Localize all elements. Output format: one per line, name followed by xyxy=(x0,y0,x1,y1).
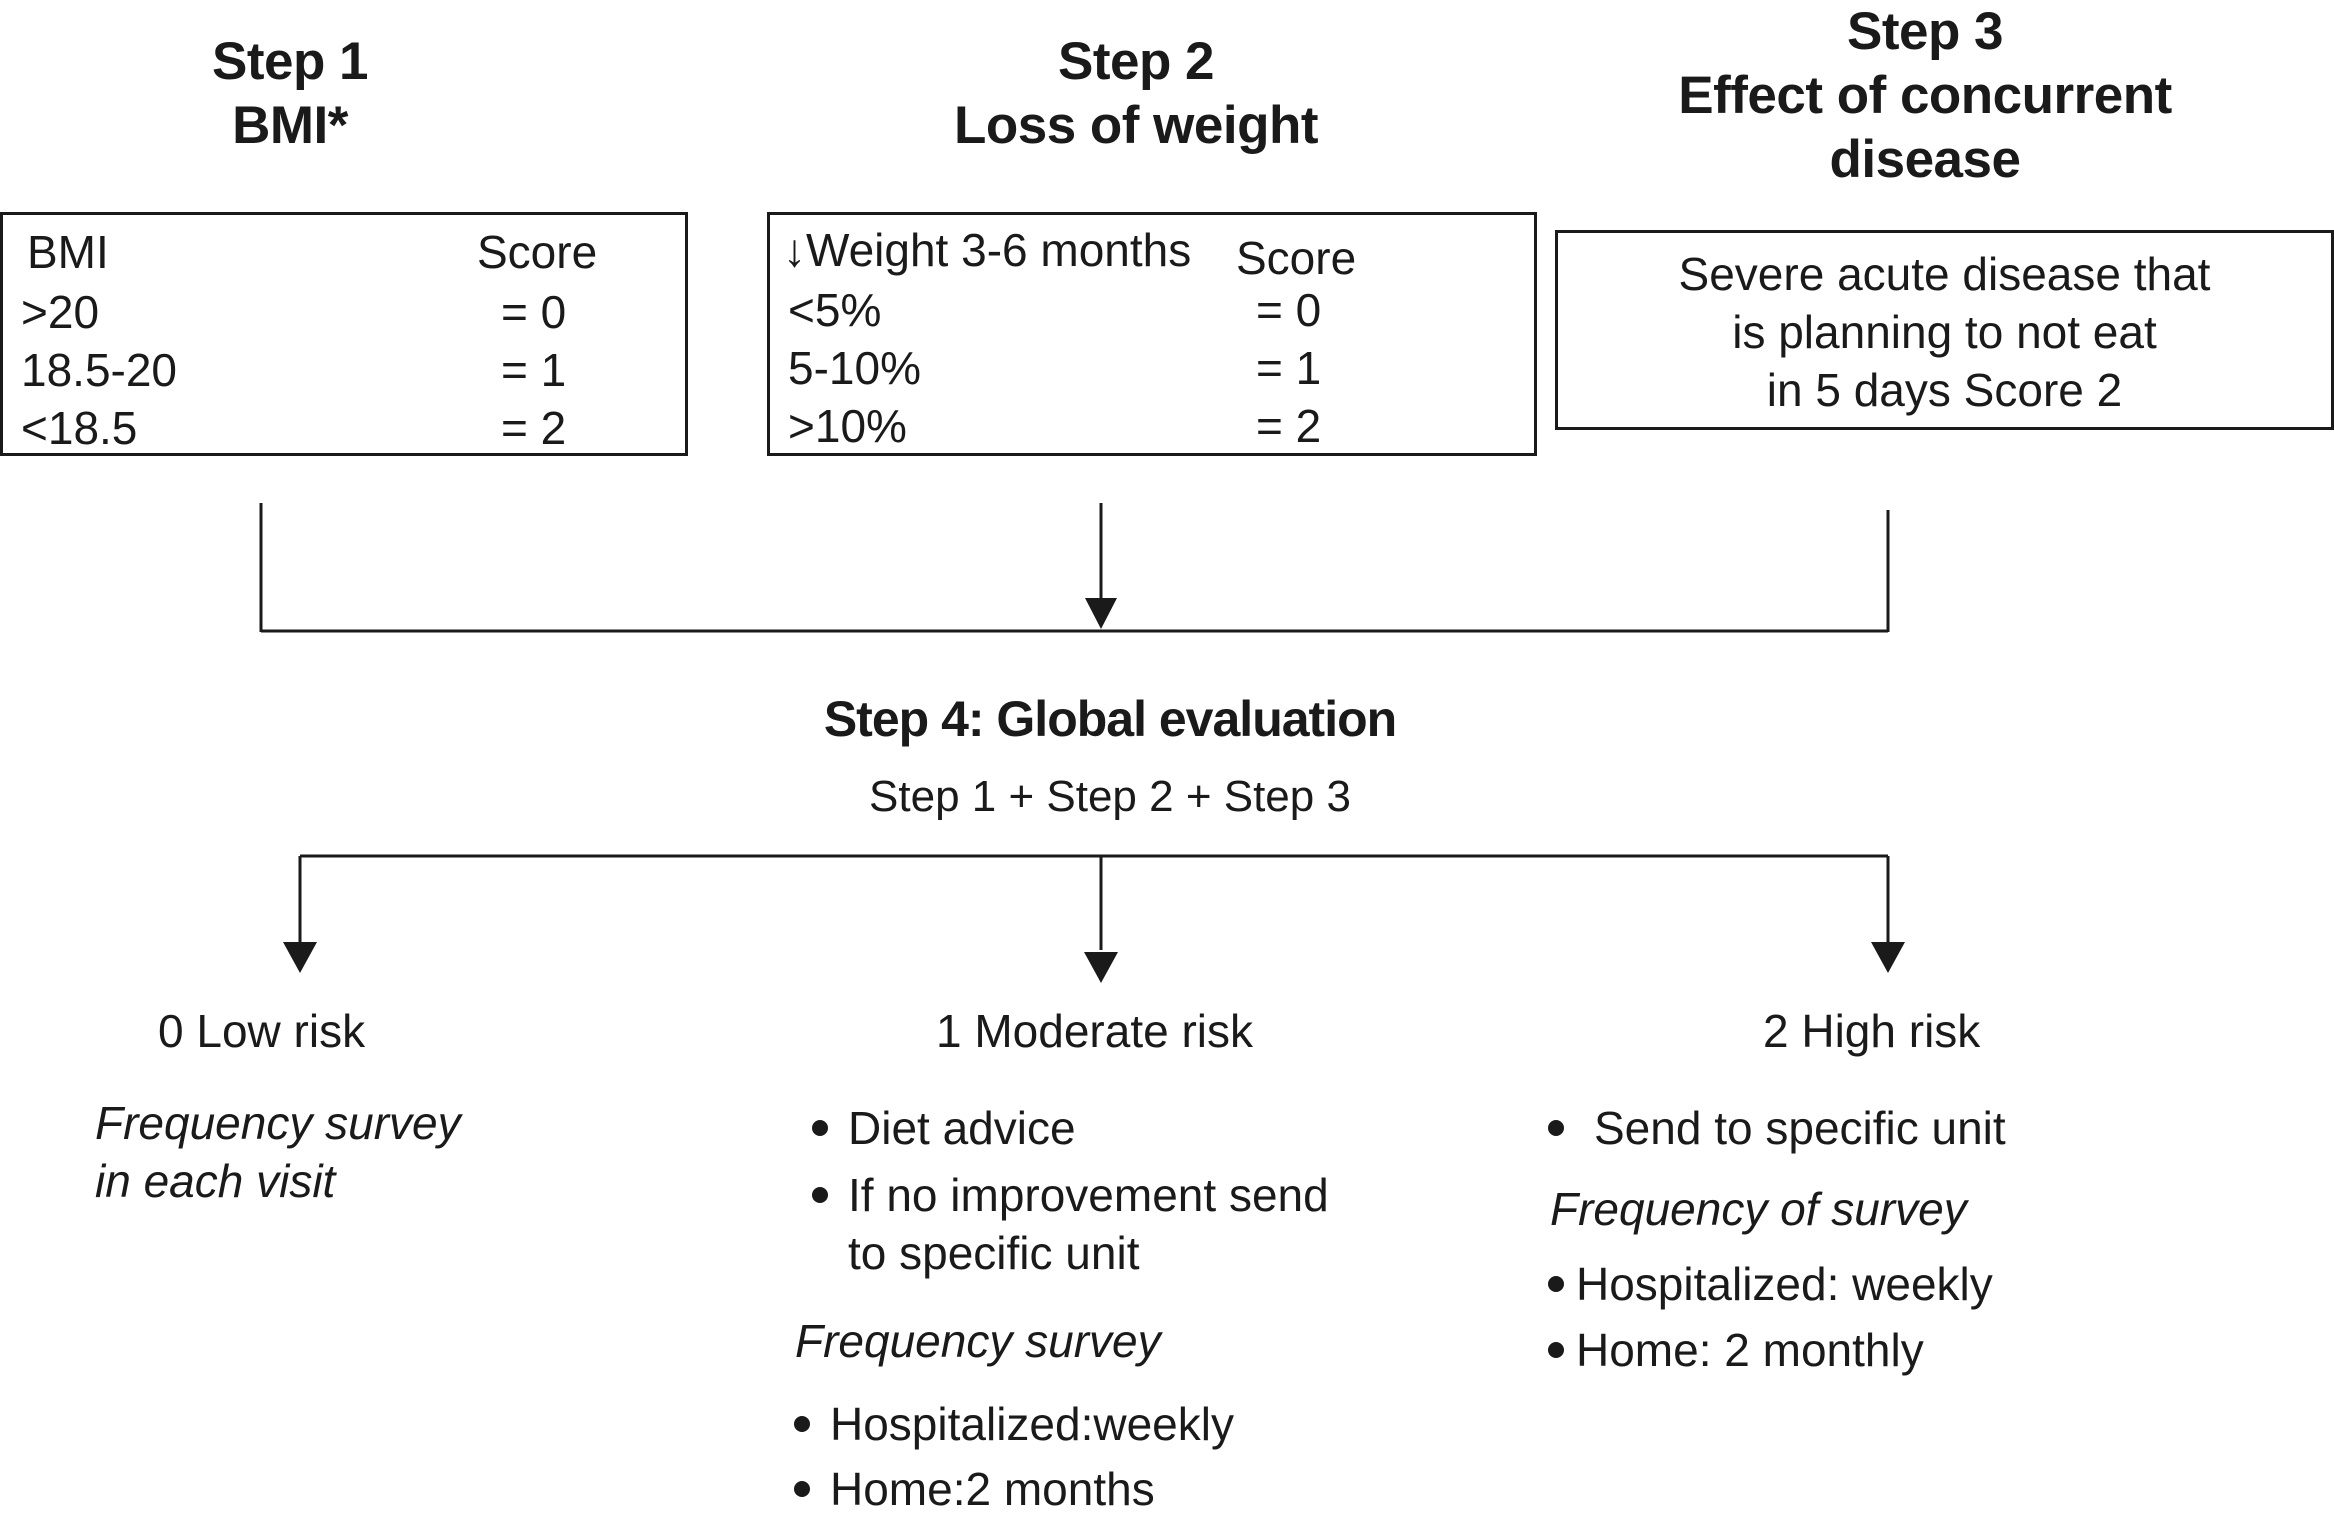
arrow-down-icon xyxy=(1084,952,1118,983)
step1-header-score: Score xyxy=(477,226,598,278)
step1-row-3-score: = 2 xyxy=(501,402,567,454)
bullet-icon xyxy=(794,1480,810,1497)
step3-box: Severe acute disease that is planning to… xyxy=(1555,230,2334,430)
high-bullet-referral: Send to specific unit xyxy=(1548,1099,2006,1157)
moderate-freq2-text: Home:2 months xyxy=(830,1463,1155,1515)
step2-row-3-label: >10% xyxy=(788,400,907,452)
moderate-bullet1-text: Diet advice xyxy=(848,1102,1076,1154)
bullet-icon xyxy=(1548,1341,1564,1358)
step2-row-1-label: <5% xyxy=(788,284,882,336)
step2-row-2-label: 5-10% xyxy=(788,342,921,394)
step1-title-line2: BMI* xyxy=(232,96,348,155)
step2-row-3-score: = 2 xyxy=(1256,400,1322,452)
step3-title-line2: Effect of concurrent xyxy=(1678,66,2172,125)
moderate-bullet2-line1: If no improvement send xyxy=(848,1169,1329,1221)
step2-title-line1: Step 2 xyxy=(1057,32,1215,91)
moderate-bullet-diet: Diet advice xyxy=(812,1099,1076,1157)
step3-title-line3: disease xyxy=(1829,130,2021,189)
step2-header-score: Score xyxy=(1236,232,1357,284)
step3-box-text: Severe acute disease that is planning to… xyxy=(1558,245,2331,419)
moderate-frequency-title: Frequency survey xyxy=(795,1315,1161,1367)
high-freq2-text: Home: 2 monthly xyxy=(1576,1324,1924,1376)
step1-row-2-score: = 1 xyxy=(501,344,567,396)
low-frequency-line2: in each visit xyxy=(95,1155,336,1207)
high-freq-hospitalized: Hospitalized: weekly xyxy=(1548,1255,1993,1313)
bullet-icon xyxy=(794,1415,810,1432)
step1-box: BMI Score >20 = 0 18.5-20 = 1 <18.5 = 2 xyxy=(0,212,688,456)
high-frequency-title: Frequency of survey xyxy=(1550,1183,1967,1235)
moderate-bullet-referral: If no improvement send xyxy=(812,1166,1329,1224)
step2-header-label: ↓Weight 3-6 months xyxy=(783,224,1192,276)
bullet-icon xyxy=(812,1186,828,1203)
high-risk-label: 2 High risk xyxy=(1763,1005,1981,1057)
step1-row-2-label: 18.5-20 xyxy=(21,344,178,396)
high-freq-home: Home: 2 monthly xyxy=(1548,1321,1924,1379)
bullet-icon xyxy=(812,1119,828,1136)
step1-title: Step 1 BMI* xyxy=(140,30,440,158)
step2-row-2-score: = 1 xyxy=(1256,342,1322,394)
step4-title: Step 4: Global evaluation xyxy=(823,691,1397,747)
step1-row-3-label: <18.5 xyxy=(21,402,138,454)
step3-box-line2: is planning to not eat xyxy=(1732,306,2157,358)
moderate-risk-label: 1 Moderate risk xyxy=(936,1005,1254,1057)
moderate-bullet-referral-cont: to specific unit xyxy=(848,1227,1140,1279)
low-risk-label: 0 Low risk xyxy=(158,1005,366,1057)
step2-box: ↓Weight 3-6 months Score <5% = 0 5-10% =… xyxy=(767,212,1537,456)
low-frequency-text: Frequency survey in each visit xyxy=(95,1094,461,1210)
bullet-icon xyxy=(1548,1275,1564,1292)
moderate-freq1-text: Hospitalized:weekly xyxy=(830,1398,1234,1450)
step1-row-1-score: = 0 xyxy=(501,286,567,338)
step3-title-line1: Step 3 xyxy=(1846,2,2004,61)
step3-title: Step 3 Effect of concurrent disease xyxy=(1575,0,2275,192)
low-frequency-line1: Frequency survey xyxy=(95,1097,461,1149)
moderate-freq-home: Home:2 months xyxy=(794,1460,1155,1518)
step2-row-1-score: = 0 xyxy=(1256,284,1322,336)
high-bullet1-text: Send to specific unit xyxy=(1594,1102,2006,1154)
step1-title-line1: Step 1 xyxy=(211,32,369,91)
step1-row-1-label: >20 xyxy=(21,286,100,338)
step2-title-line2: Loss of weight xyxy=(954,96,1319,155)
arrow-down-icon xyxy=(283,942,317,973)
arrow-down-icon xyxy=(1085,598,1117,629)
step4-formula: Step 1 + Step 2 + Step 3 xyxy=(869,772,1351,821)
step3-box-line3: in 5 days Score 2 xyxy=(1766,364,2123,416)
step2-title: Step 2 Loss of weight xyxy=(886,30,1386,158)
bullet-icon xyxy=(1548,1119,1564,1136)
step3-box-line1: Severe acute disease that xyxy=(1678,248,2211,300)
step1-header-label: BMI xyxy=(27,226,109,278)
arrow-down-icon xyxy=(1871,942,1905,973)
moderate-freq-hospitalized: Hospitalized:weekly xyxy=(794,1395,1234,1453)
high-freq1-text: Hospitalized: weekly xyxy=(1576,1258,1993,1310)
